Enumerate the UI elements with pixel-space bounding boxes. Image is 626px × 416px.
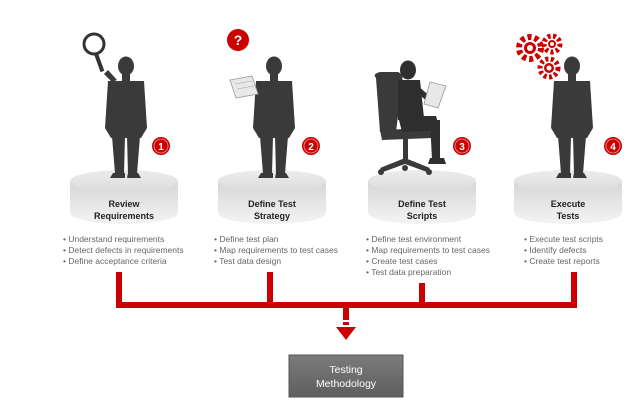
- result-line-2: Methodology: [316, 378, 377, 390]
- paper-icon: [229, 75, 259, 99]
- pedestal-3: [368, 170, 476, 224]
- step-badge-4: 4: [604, 137, 622, 155]
- step-1: 1 Review Requirements • Understand requi…: [63, 32, 184, 266]
- person-figure: [253, 56, 295, 178]
- person-figure: [104, 56, 147, 178]
- step-title-2b: Strategy: [254, 211, 290, 221]
- step-badge-1: 1: [152, 137, 170, 155]
- step-4: 4 Execute Tests • Execute test scripts •…: [514, 33, 622, 266]
- result-box: Testing Methodology: [288, 354, 404, 398]
- bullet-list-4: • Execute test scripts • Identify defect…: [524, 234, 603, 266]
- arrow-tick-2: [338, 325, 354, 327]
- step-number-1: 1: [158, 142, 164, 153]
- bullet-item: • Create test cases: [366, 256, 437, 266]
- bullet-item: • Test data design: [214, 256, 281, 266]
- step-title-4a: Execute: [551, 199, 586, 209]
- bullet-list-2: • Define test plan • Map requirements to…: [214, 234, 338, 266]
- step-2: ? 2 Define Test Strategy • Define test p…: [214, 29, 338, 266]
- pedestal-4: [514, 170, 622, 224]
- connector-lines: [116, 272, 577, 340]
- question-icon: ?: [227, 29, 249, 51]
- bullet-item: • Define test plan: [214, 234, 279, 244]
- step-title-3b: Scripts: [407, 211, 438, 221]
- step-number-2: 2: [308, 142, 314, 153]
- result-line-1: Testing: [329, 364, 362, 376]
- connector-stem-3: [419, 283, 425, 306]
- step-badge-3: 3: [453, 137, 471, 155]
- bullet-item: • Create test reports: [524, 256, 600, 266]
- bullet-item: • Map requirements to test cases: [214, 245, 338, 255]
- bullet-item: • Execute test scripts: [524, 234, 603, 244]
- step-badge-2: 2: [302, 137, 320, 155]
- bullet-list-1: • Understand requirements • Detect defec…: [63, 234, 184, 266]
- step-title-1a: Review: [108, 199, 140, 209]
- connector-stem-1: [116, 272, 122, 306]
- connector-down: [343, 302, 349, 328]
- bullet-item: • Test data preparation: [366, 267, 451, 277]
- step-title-2a: Define Test: [248, 199, 296, 209]
- paper-icon: [423, 81, 447, 109]
- step-number-3: 3: [459, 142, 465, 153]
- gears-icon: [516, 33, 563, 80]
- pedestal-2: [218, 170, 326, 224]
- bullet-item: • Identify defects: [524, 245, 587, 255]
- bullet-item: • Understand requirements: [63, 234, 164, 244]
- step-number-4: 4: [610, 142, 616, 153]
- step-title-1b: Requirements: [94, 211, 154, 221]
- arrow-tick-1: [338, 320, 354, 322]
- bullet-list-3: • Define test environment • Map requirem…: [366, 234, 490, 277]
- bullet-item: • Define acceptance criteria: [63, 256, 167, 266]
- arrow-head: [336, 327, 356, 340]
- connector-stem-4: [571, 272, 577, 306]
- bullet-item: • Detect defects in requirements: [63, 245, 184, 255]
- bullet-item: • Define test environment: [366, 234, 462, 244]
- magnifier-icon: [82, 32, 106, 73]
- step-title-4b: Tests: [557, 211, 580, 221]
- pedestal-1: [70, 170, 178, 224]
- step-title-3a: Define Test: [398, 199, 446, 209]
- step-3: 3 Define Test Scripts • Define test envi…: [366, 60, 490, 277]
- bullet-item: • Map requirements to test cases: [366, 245, 490, 255]
- svg-text:?: ?: [234, 32, 243, 48]
- connector-stem-2: [267, 272, 273, 306]
